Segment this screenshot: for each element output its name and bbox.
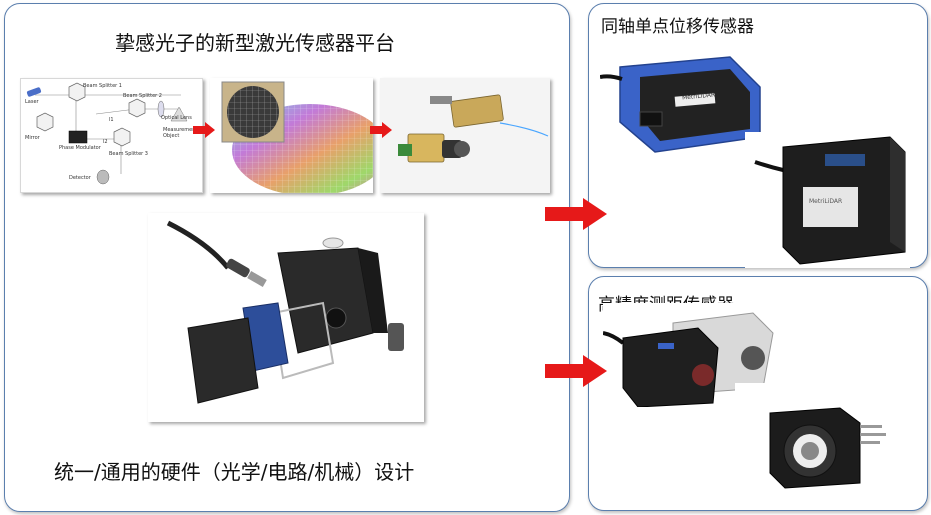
hardware-caption: 统一/通用的硬件（光学/电路/机械）设计 (54, 460, 415, 484)
arrow-right-icon (193, 122, 215, 138)
ranging-sensor-camera-image (735, 383, 907, 503)
label-l1: l1 (109, 117, 114, 123)
label-beam-splitter-1: Beam Splitter 1 (83, 83, 122, 89)
label-laser: Laser (25, 99, 39, 105)
label-detector: Detector (69, 175, 91, 181)
label-phase-modulator: Phase Modulator (59, 145, 101, 151)
platform-title: 挚感光子的新型激光传感器平台 (115, 31, 395, 55)
laser-shape (26, 87, 42, 97)
coaxial-sensor-black-image: MetriLiDAR (745, 132, 910, 268)
arrow-right-icon (370, 122, 392, 138)
coaxial-sensor-title: 同轴单点位移传感器 (601, 17, 754, 37)
wafer-image (210, 78, 373, 193)
arrow-right-icon (545, 355, 607, 387)
optics-schematic: Laser Beam Splitter 1 Beam Splitter 2 Be… (20, 78, 203, 193)
exploded-hardware-view (148, 213, 424, 422)
label-beam-splitter-3: Beam Splitter 3 (109, 151, 148, 157)
arrow-right-icon (545, 198, 607, 230)
label-mirror: Mirror (25, 135, 40, 141)
label-beam-splitter-2: Beam Splitter 2 (123, 93, 162, 99)
brand-label-2: MetriLiDAR (809, 198, 843, 205)
coaxial-sensor-blue-image: MetriLiDAR (600, 37, 772, 164)
optical-module-image (380, 78, 550, 193)
label-optical-lens: Optical Lens (161, 115, 192, 121)
label-measurement-object: Measurement Object (163, 127, 198, 139)
ranging-sensor-pair-image (603, 303, 777, 407)
label-l2: l2 (103, 139, 108, 145)
